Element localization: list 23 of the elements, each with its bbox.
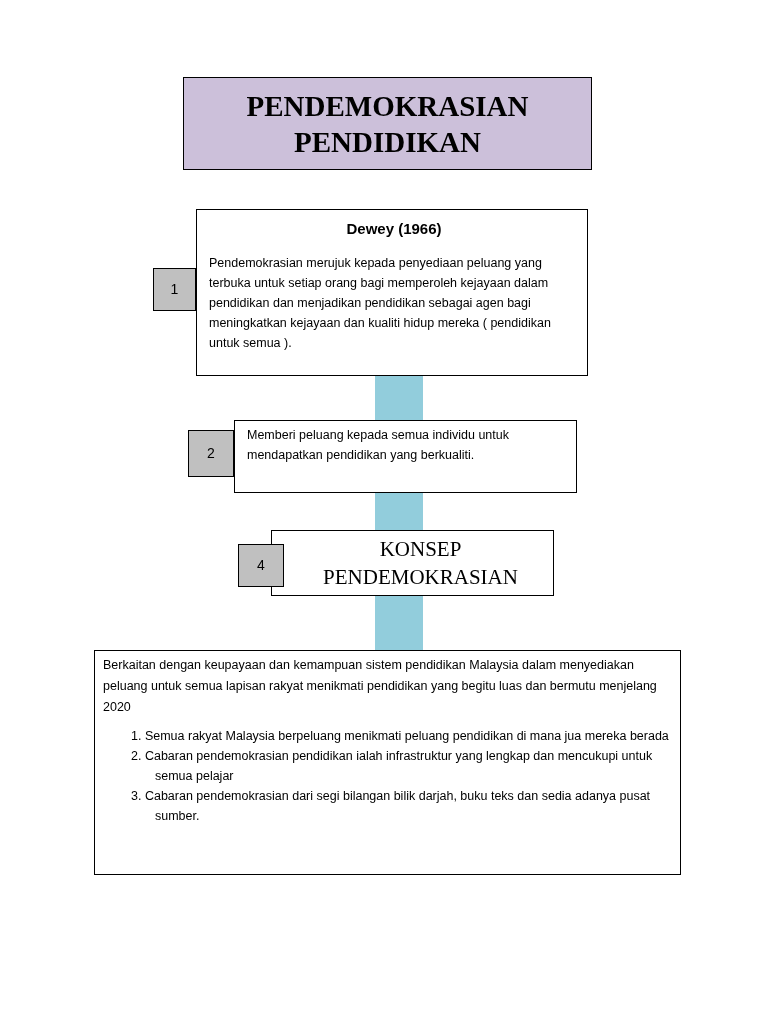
box-paragraph: Pendemokrasian merujuk kepada penyediaan peluang yang terbuka untuk setiap orang bagi memperoleh kejayaan dalam pendidikan dan menjadikan pendidikan sebagai agen bagi meningkatkan kejayaan dan kualiti hidup mereka ( pendidikan untuk semua ). [209, 254, 552, 352]
number-label: 4 [257, 556, 265, 575]
text-box [196, 209, 588, 376]
list-item: 3. Cabaran pendemokrasian dari segi bilangan bilik darjah, buku teks dan sedia adanya pusat sumber. [131, 788, 652, 825]
text-box [234, 420, 577, 493]
list-item: 2. Cabaran pendemokrasian pendidikan ialah infrastruktur yang lengkap dan mencukupi untuk semua pelajar [131, 748, 654, 785]
number-box [238, 544, 284, 587]
number-label: 2 [207, 444, 215, 463]
number-box [188, 430, 234, 477]
list-item: 1. Semua rakyat Malaysia berpeluang menikmati peluang pendidikan di mana jua mereka berada [131, 728, 670, 745]
text-box [94, 650, 681, 875]
box-paragraph: Berkaitan dengan keupayaan dan kemampuan sistem pendidikan Malaysia dalam menyediakan peluang untuk semua lapisan rakyat menikmati pendidikan yang begitu luas dan bermutu menjelang 2020 [103, 657, 658, 716]
box-heading: Dewey (1966) [345, 219, 443, 239]
title-text: PENDEMOKRASIAN PENDIDIKAN [245, 88, 530, 160]
title-box [183, 77, 592, 170]
number-label: 1 [170, 280, 179, 299]
concept-box [271, 530, 554, 596]
connector-bar [375, 376, 423, 420]
concept-text: KONSEP PENDEMOKRASIAN [322, 536, 519, 591]
number-box [153, 268, 196, 311]
connector-bar [375, 493, 423, 530]
connector-bar [375, 596, 423, 650]
box-paragraph: Memberi peluang kepada semua individu untuk mendapatkan pendidikan yang berkualiti. [247, 427, 510, 464]
